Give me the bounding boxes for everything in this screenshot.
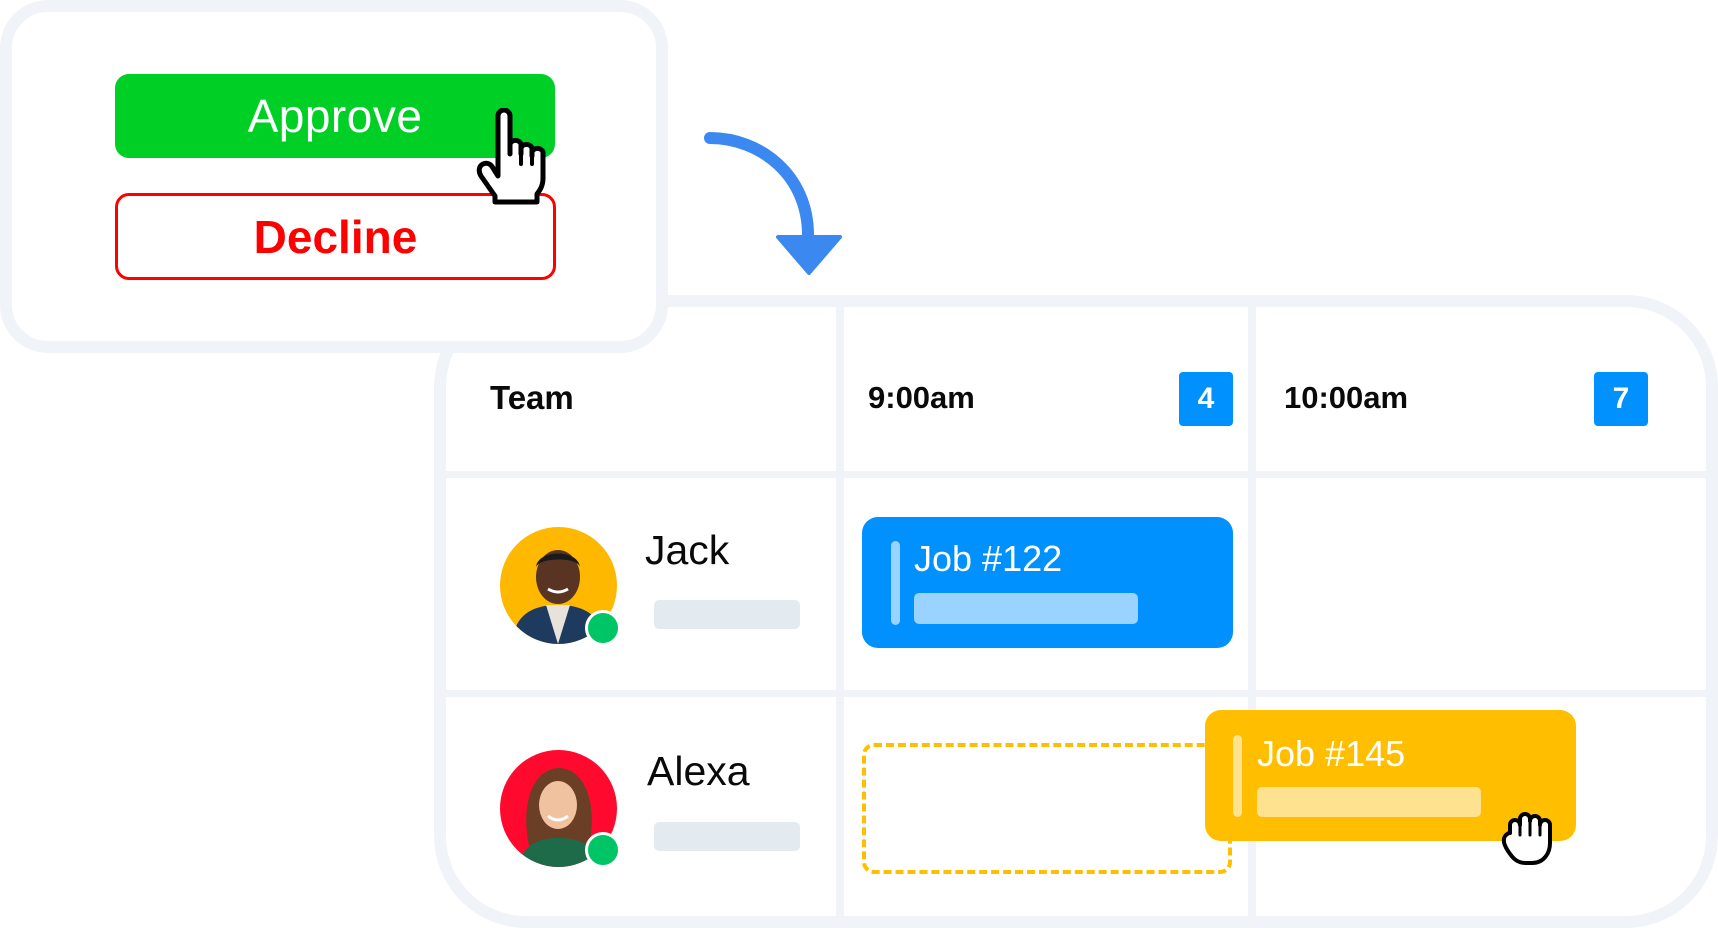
column-divider [836,307,844,916]
job-card-122[interactable] [862,517,1233,648]
member-name: Jack [645,527,730,573]
member-name: Alexa [647,748,750,794]
job-detail-placeholder [914,593,1138,624]
time-header-9am: 9:00am [868,380,975,415]
time-header-10am: 10:00am [1284,380,1409,415]
job-detail-placeholder [1257,787,1481,817]
avatar-jack[interactable] [500,527,617,644]
job-title: Job #122 [914,538,1063,579]
grab-hand-icon [1501,812,1552,865]
job-title: Job #145 [1257,733,1406,774]
online-status-dot [585,610,621,646]
approve-button[interactable]: Approve [115,74,555,158]
member-role-placeholder [654,600,800,629]
online-status-dot [585,832,621,868]
team-header: Team [490,379,574,416]
row-divider [446,471,1706,478]
row-divider [446,690,1706,697]
job-accent-bar [891,541,900,625]
person-photo-icon [512,550,606,644]
column-divider [1248,307,1256,916]
job-count-badge: 4 [1179,372,1233,426]
approval-card [0,0,668,353]
decline-button[interactable]: Decline [115,193,556,280]
pointer-hand-icon [476,108,546,205]
member-role-placeholder [654,822,800,851]
job-accent-bar [1233,735,1242,817]
drop-target-slot[interactable] [862,743,1232,874]
job-count-badge: 7 [1594,372,1648,426]
curved-arrow-down-icon [704,132,842,275]
person-photo-icon [518,768,600,867]
